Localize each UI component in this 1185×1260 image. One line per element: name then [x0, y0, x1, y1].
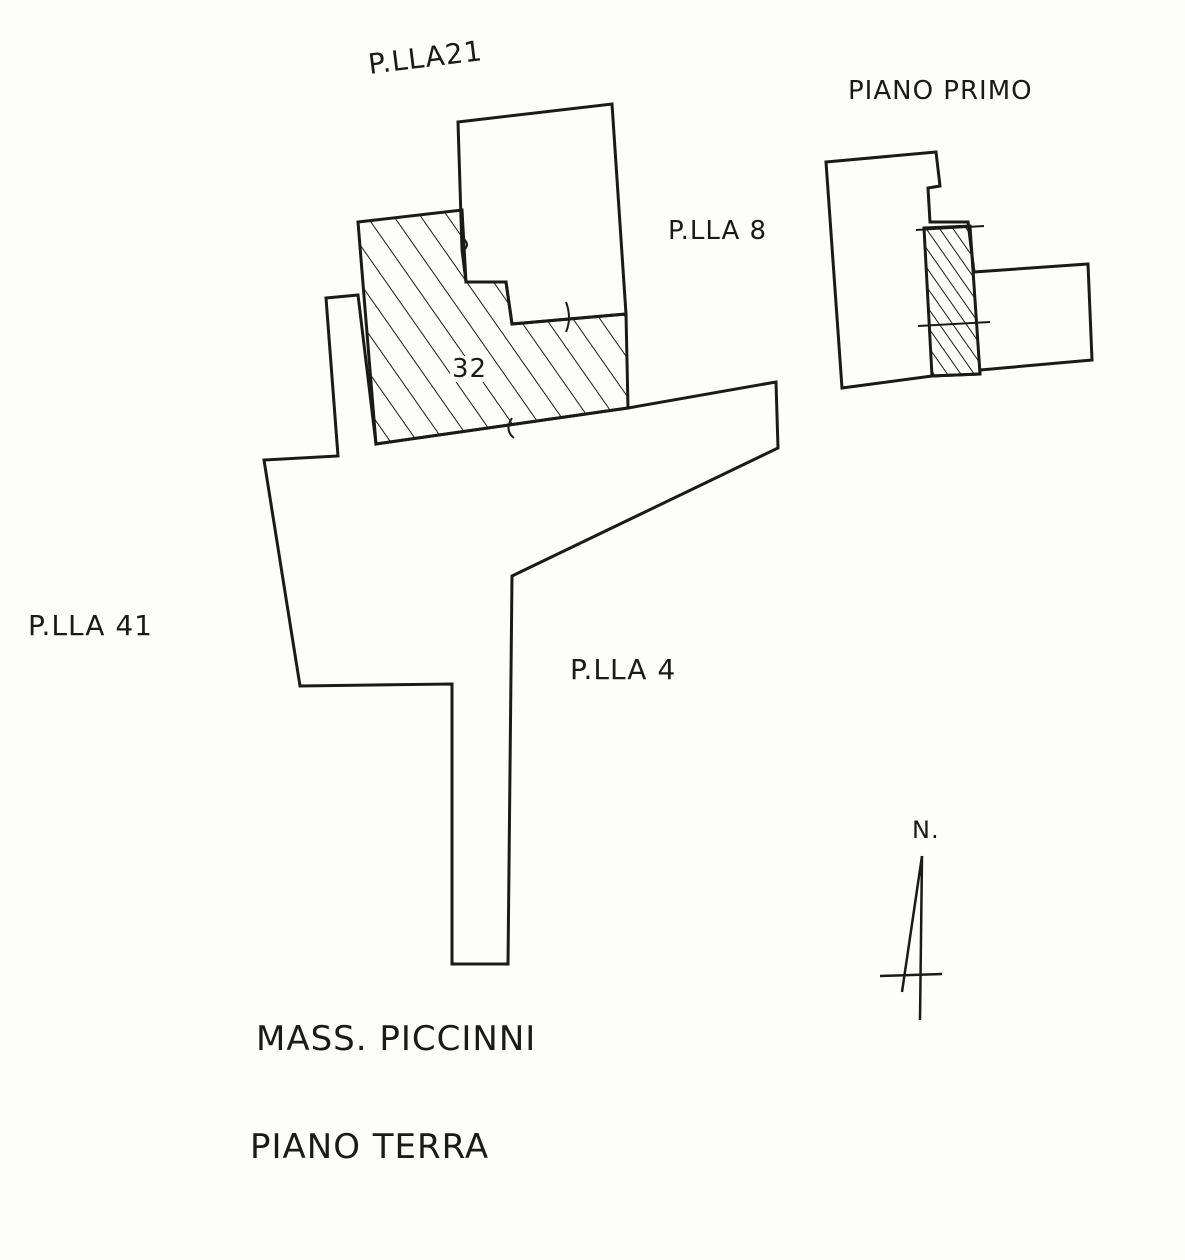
label-piano-primo: PIANO PRIMO — [848, 76, 1033, 106]
door-mark-2 — [565, 301, 570, 333]
label-mass-piccinni: MASS. PICCINNI — [256, 1019, 537, 1059]
label-plla8: P.LLA 8 — [668, 216, 768, 246]
first-floor-mark-mid — [917, 321, 991, 327]
label-piano-terra: PIANO TERRA — [250, 1127, 490, 1167]
label-parcel-32: 32 — [450, 354, 490, 384]
door-mark-1 — [461, 237, 468, 253]
label-plla41: P.LLA 41 — [28, 609, 153, 642]
first-floor-mark-top — [915, 225, 985, 231]
door-mark-3 — [507, 417, 515, 439]
first-floor-hatched-strip — [922, 224, 982, 378]
parcel-32-hatched — [356, 208, 630, 446]
label-plla4: P.LLA 4 — [570, 653, 677, 686]
north-arrow — [879, 855, 943, 1021]
label-north: N. — [912, 816, 940, 844]
